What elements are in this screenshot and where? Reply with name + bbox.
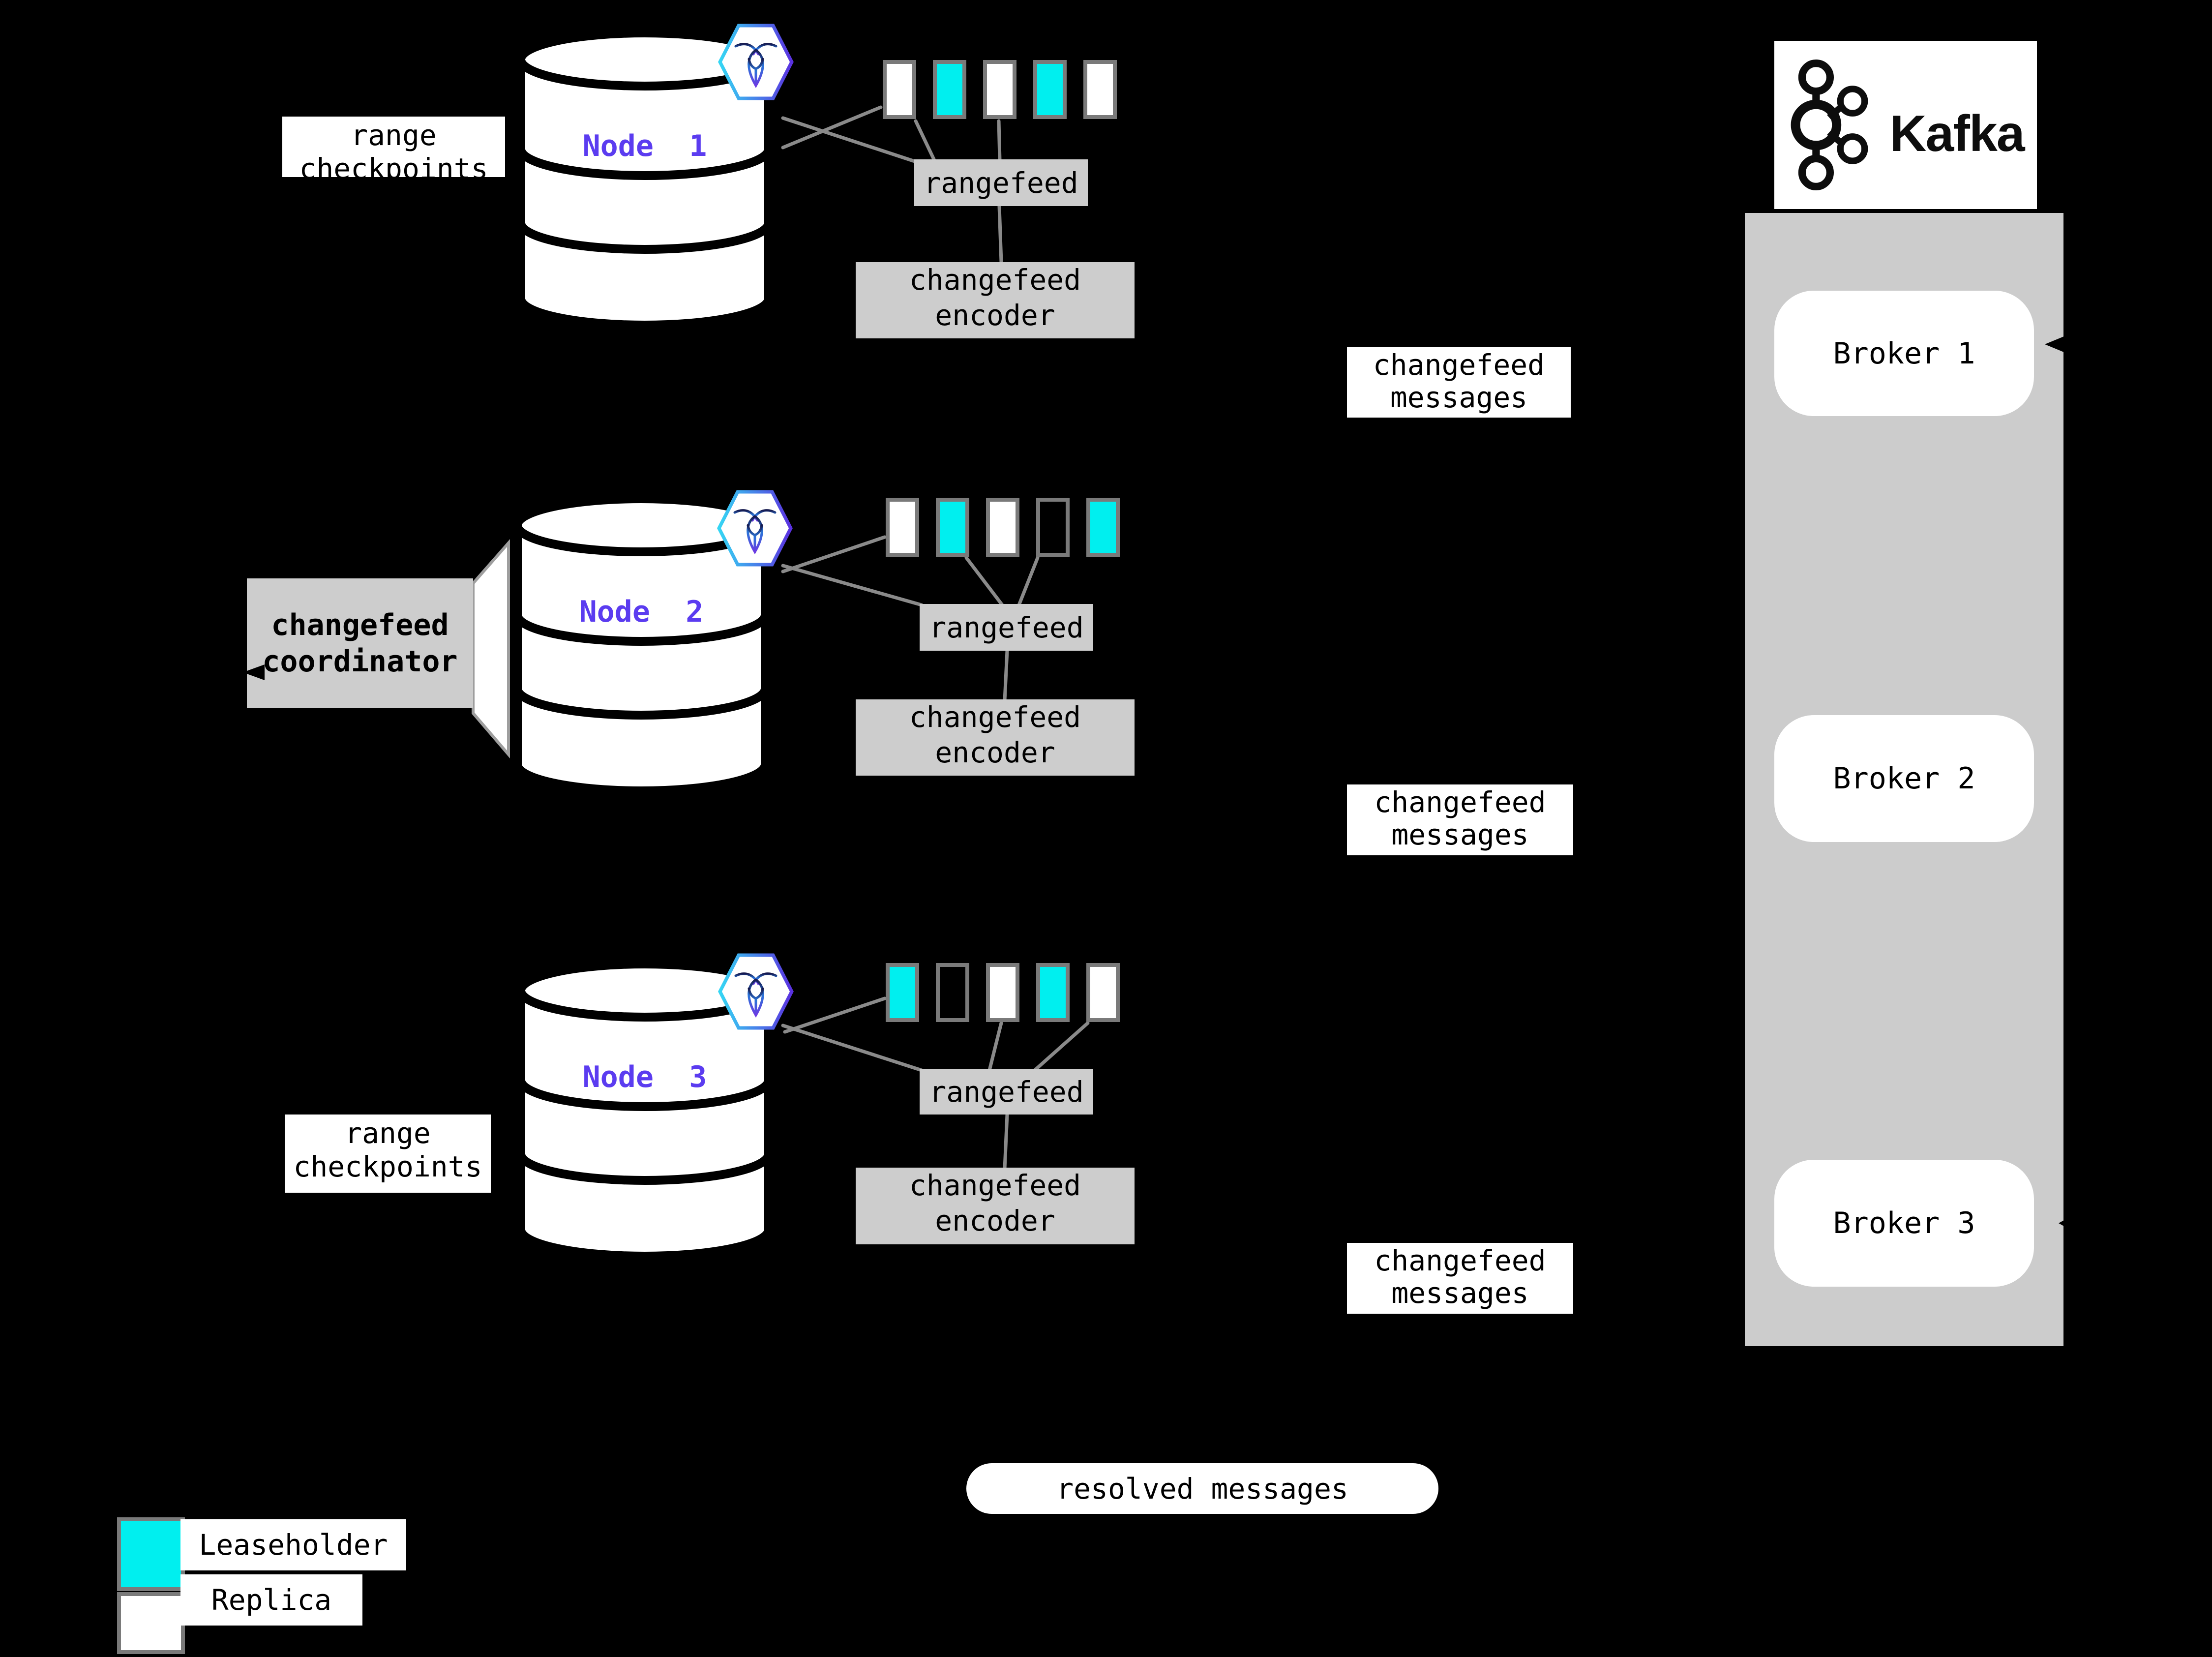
node-3-label: Node 3 [582, 1060, 707, 1094]
kafka-logo-box: Kafka [1774, 41, 2037, 209]
legend-replica-swatch [117, 1592, 185, 1654]
legend-replica-label: Replica [180, 1574, 362, 1626]
range-empty [936, 963, 969, 1022]
legend-leaseholder-label: Leaseholder [180, 1519, 406, 1570]
changefeed-messages-label-3: changefeed messages [1347, 1243, 1573, 1314]
range-leaseholder [1086, 498, 1120, 557]
node-2-label: Node 2 [579, 595, 704, 629]
node-1-label: Node 1 [582, 129, 707, 163]
range-leaseholder [1033, 60, 1067, 119]
range-replica [986, 498, 1019, 557]
range-leaseholder [886, 963, 919, 1022]
coordinator-flag-shape [472, 539, 510, 759]
range-replica [986, 963, 1019, 1022]
kafka-brand-label: Kafka [1889, 105, 2025, 162]
range-row [883, 60, 1117, 119]
legend-leaseholder-swatch [117, 1517, 185, 1591]
cockroachdb-badge-icon [718, 953, 794, 1030]
range-replica [883, 60, 916, 119]
cockroachdb-badge-icon [717, 490, 793, 567]
changefeed-encoder-box-1: changefeed encoder [856, 262, 1135, 338]
database-cylinder-icon [516, 960, 773, 1261]
database-cylinder-icon [513, 494, 770, 795]
changefeed-encoder-box-3: changefeed encoder [856, 1168, 1135, 1244]
range-checkpoints-label-3: range checkpoints [285, 1115, 491, 1193]
range-replica [1083, 60, 1117, 119]
rangefeed-box-3: rangefeed [920, 1069, 1093, 1115]
range-leaseholder [1036, 963, 1070, 1022]
cockroachdb-badge-icon [718, 24, 794, 100]
changefeed-coordinator-box: changefeed coordinator [247, 578, 473, 708]
range-empty [1036, 498, 1070, 557]
range-replica [983, 60, 1016, 119]
range-row [886, 498, 1120, 557]
resolved-messages-pill: resolved messages [966, 1463, 1438, 1514]
changefeed-encoder-box-2: changefeed encoder [856, 699, 1135, 776]
range-leaseholder [936, 498, 969, 557]
changefeed-messages-label-1: changefeed messages [1347, 347, 1571, 418]
rangefeed-box-1: rangefeed [914, 159, 1088, 206]
range-replica [886, 498, 919, 557]
changefeed-messages-label-2: changefeed messages [1347, 784, 1573, 855]
gray-connectors [781, 105, 1090, 1171]
kafka-logo-icon [1791, 60, 1868, 190]
database-cylinder-icon [516, 29, 773, 330]
broker-2-box: Broker 2 [1774, 715, 2034, 842]
broker-1-box: Broker 1 [1774, 291, 2034, 416]
broker-3-box: Broker 3 [1774, 1160, 2034, 1287]
range-row [886, 963, 1120, 1022]
range-leaseholder [933, 60, 966, 119]
range-replica [1086, 963, 1120, 1022]
range-checkpoints-label-1: range checkpoints [282, 117, 505, 177]
rangefeed-box-2: rangefeed [920, 604, 1093, 651]
